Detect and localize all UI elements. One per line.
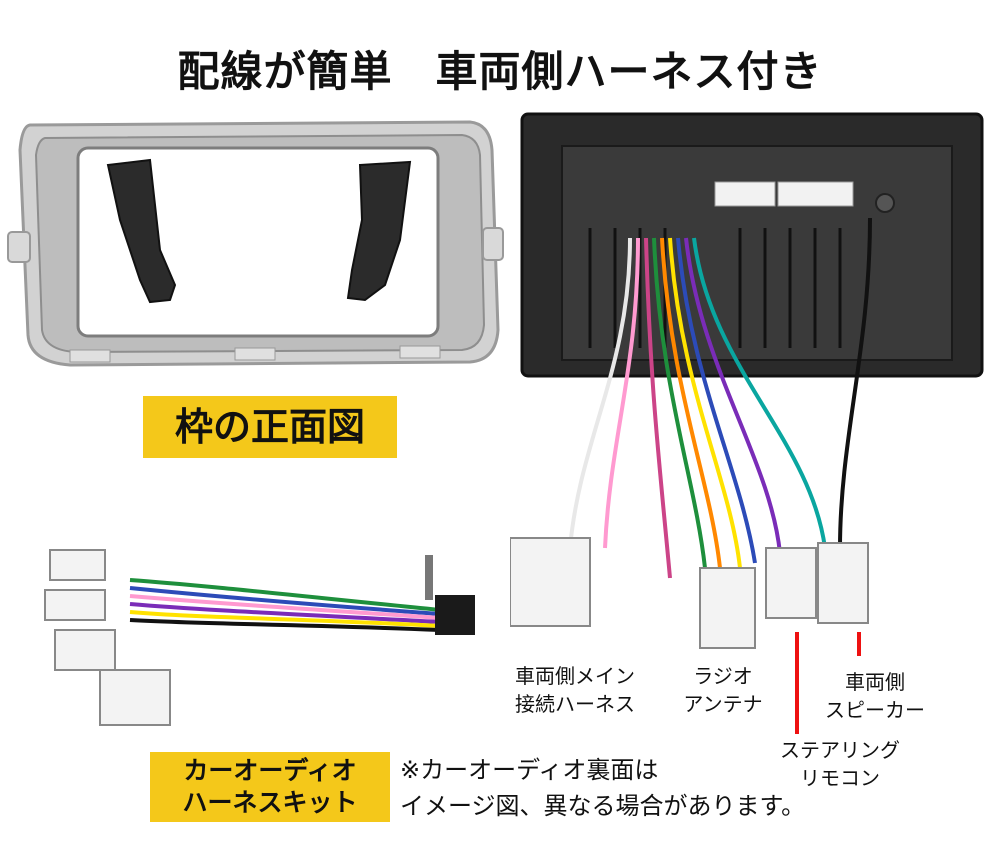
harness-kit-label-line1: カーオーディオ [183,756,357,785]
callout-steering-remote: ステアリング リモコン [760,736,920,792]
callout-vehicle-speaker: 車両側 スピーカー [805,668,945,724]
callout-main-harness: 車両側メイン 接続ハーネス [500,662,650,718]
callout-main-harness-line1: 車両側メイン [515,664,635,688]
page-title: 配線が簡単 車両側ハーネス付き [177,47,823,96]
callout-radio-antenna-line2: アンテナ [683,692,763,716]
frame-front-label: 枠の正面図 [143,396,397,458]
harness-kit-label-line2: ハーネスキット [182,788,358,817]
harness-kit-label: カーオーディオ ハーネスキット [150,752,390,822]
disclaimer-note-line1: ※カーオーディオ裏面は [400,756,659,784]
head-unit-image [510,112,984,649]
steering-red-marker [795,632,799,734]
disclaimer-note: ※カーオーディオ裏面は イメージ図、異なる場合があります。 [400,752,805,824]
callout-steering-remote-line2: リモコン [800,766,880,790]
callout-vehicle-speaker-line2: スピーカー [825,698,925,722]
callout-vehicle-speaker-line1: 車両側 [845,670,905,694]
disclaimer-note-line2: イメージ図、異なる場合があります。 [400,792,806,820]
dash-frame-image [7,120,504,367]
speaker-red-marker [857,632,861,656]
callout-steering-remote-line1: ステアリング [780,738,900,762]
callout-main-harness-line2: 接続ハーネス [515,692,635,716]
callout-radio-antenna-line1: ラジオ [693,664,753,688]
harness-kit-image [44,549,475,726]
callout-radio-antenna: ラジオ アンテナ [668,662,778,718]
